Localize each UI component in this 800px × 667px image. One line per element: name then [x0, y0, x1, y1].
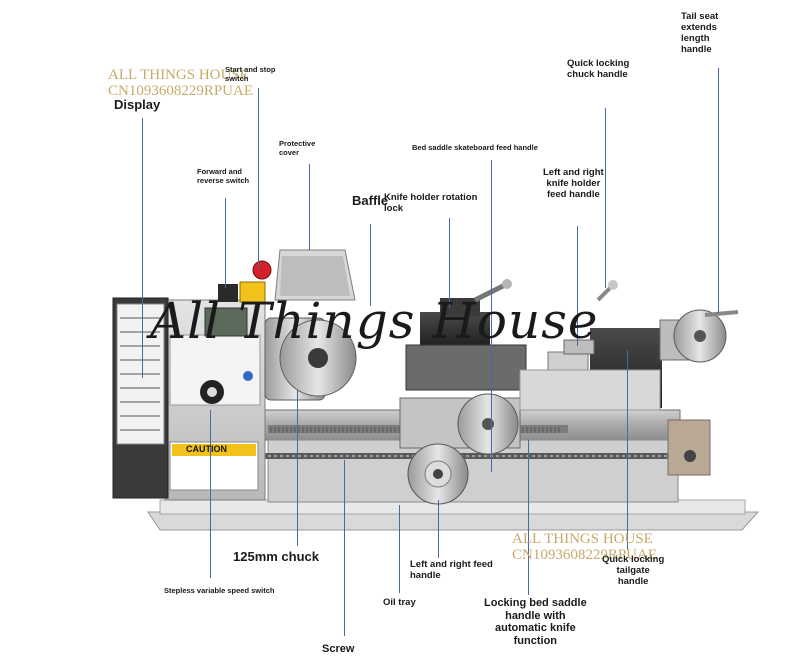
label-display: Display: [114, 97, 161, 112]
watermark-bottom-right: ALL THINGS HOUSE CN1093608229RPUAE: [512, 531, 658, 563]
label-left-right-knife: Left and right knife holder feed handle: [543, 167, 604, 200]
label-quick-lock-tailgate: Quick locking tailgate handle: [602, 554, 665, 587]
label-quick-lock-chuck: Quick locking chuck handle: [567, 58, 630, 80]
label-tail-seat: Tail seat extends length handle: [681, 11, 719, 55]
label-screw: Screw: [322, 643, 355, 655]
leader-tail-seat: [718, 68, 719, 313]
leader-display: [142, 118, 143, 378]
label-stepless: Stepless variable speed switch: [164, 586, 275, 595]
leader-125-chuck: [297, 390, 298, 546]
label-baffle: Baffle: [352, 193, 389, 208]
leader-quick-lock-tailgate: [627, 350, 628, 550]
label-oil-tray: Oil tray: [383, 597, 416, 608]
leader-protective-cover: [309, 164, 310, 250]
label-locking-bed-saddle: Locking bed saddle handle with automatic…: [484, 597, 587, 647]
oil-tray: [147, 499, 760, 531]
leader-locking-saddle: [528, 440, 529, 595]
headstock: [112, 297, 266, 501]
switch-box: [218, 260, 272, 303]
chuck: [264, 317, 357, 401]
leader-quick-lock-chuck: [605, 108, 606, 288]
label-left-right-feed: Left and right feed handle: [410, 559, 493, 581]
label-protective-cover: Protective cover: [279, 139, 316, 157]
label-start-stop: Start and stop switch: [225, 65, 276, 83]
splash-guard: [519, 369, 661, 411]
watermark-top-left: ALL THINGS HOUSE CN1093608229RPUAE: [108, 67, 254, 99]
leader-knife-rotation: [449, 218, 450, 308]
leader-oil-tray: [399, 505, 400, 593]
label-bed-saddle-feed: Bed saddle skateboard feed handle: [412, 143, 538, 152]
leader-bed-saddle-feed: [491, 160, 492, 472]
chuck-guard: [274, 249, 356, 301]
label-knife-rotation: Knife holder rotation lock: [384, 192, 478, 214]
carriage: [399, 279, 589, 505]
watermark-center: All Things House: [150, 292, 599, 350]
leader-left-right-feed: [438, 500, 439, 558]
leader-forward-reverse: [225, 198, 226, 288]
leader-left-right-knife: [577, 226, 578, 346]
leader-stepless: [210, 410, 211, 578]
stop-button: [252, 260, 272, 280]
label-125-chuck: 125mm chuck: [233, 549, 319, 564]
leader-screw: [344, 460, 345, 636]
caution-plate-text: CAUTION: [186, 444, 227, 454]
leader-start-stop: [258, 88, 259, 268]
leader-baffle: [370, 224, 371, 306]
label-forward-reverse: Forward and reverse switch: [197, 167, 250, 185]
